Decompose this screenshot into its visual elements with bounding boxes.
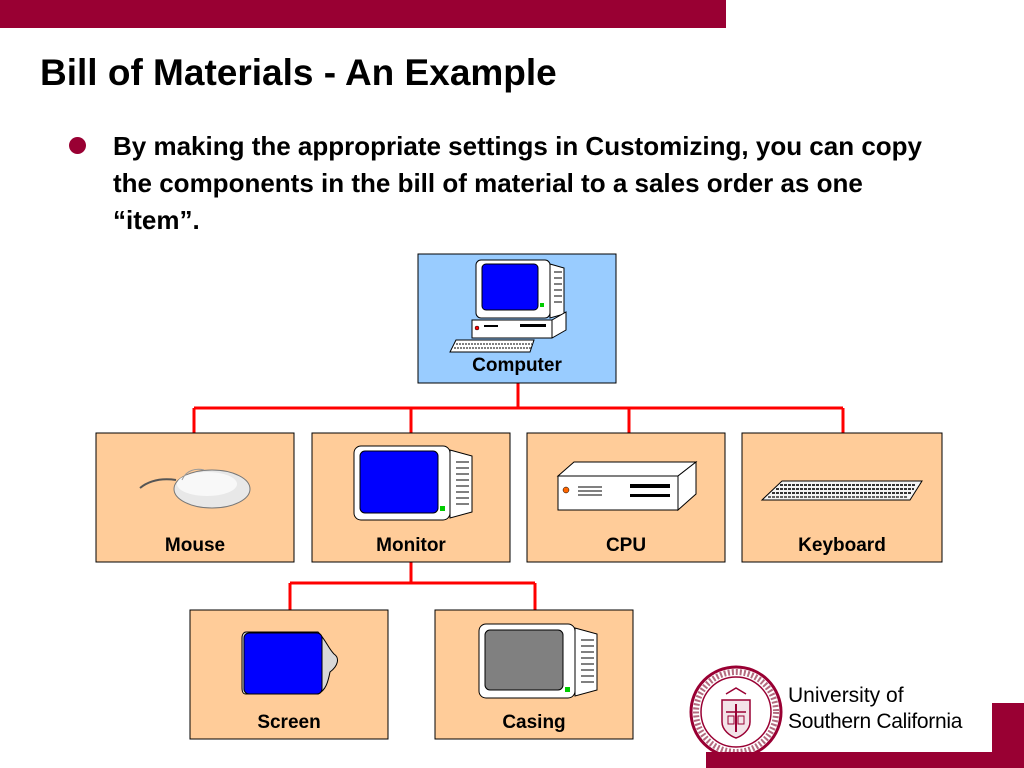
slide-title: Bill of Materials - An Example — [40, 52, 557, 93]
node-mouse: Mouse — [95, 432, 295, 563]
casing-icon — [478, 623, 598, 699]
node-label-mouse: Mouse — [165, 535, 225, 556]
node-label-keyboard: Keyboard — [798, 535, 886, 556]
tree-connectors — [192, 383, 845, 610]
node-computer: Computer — [417, 253, 617, 384]
university-name-line1: University of — [788, 684, 904, 707]
node-label-monitor: Monitor — [376, 535, 446, 556]
node-casing: Casing — [434, 609, 634, 740]
cpu-icon — [556, 460, 698, 512]
node-cpu: CPU — [526, 432, 726, 563]
university-name-line2: Southern California — [788, 710, 963, 733]
node-keyboard: Keyboard — [741, 432, 943, 563]
bullet-text: By making the appropriate settings in Cu… — [113, 131, 923, 235]
bottom-right-accent — [992, 703, 1024, 752]
node-label-cpu: CPU — [606, 535, 646, 556]
node-label-computer: Computer — [472, 355, 562, 376]
node-label-screen: Screen — [257, 712, 320, 733]
mouse-icon — [139, 468, 251, 509]
monitor-icon — [353, 445, 473, 521]
keyboard-icon — [760, 480, 923, 501]
node-monitor: Monitor — [311, 432, 511, 563]
node-label-casing: Casing — [502, 712, 565, 733]
computer-icon — [449, 259, 567, 353]
bullet-dot — [69, 137, 86, 154]
top-accent-bar — [0, 0, 726, 28]
university-name: University of Southern California — [788, 683, 962, 735]
bottom-accent-bar — [706, 752, 1024, 768]
screen-icon — [241, 631, 338, 695]
usc-seal-logo — [688, 664, 784, 760]
node-screen: Screen — [189, 609, 389, 740]
